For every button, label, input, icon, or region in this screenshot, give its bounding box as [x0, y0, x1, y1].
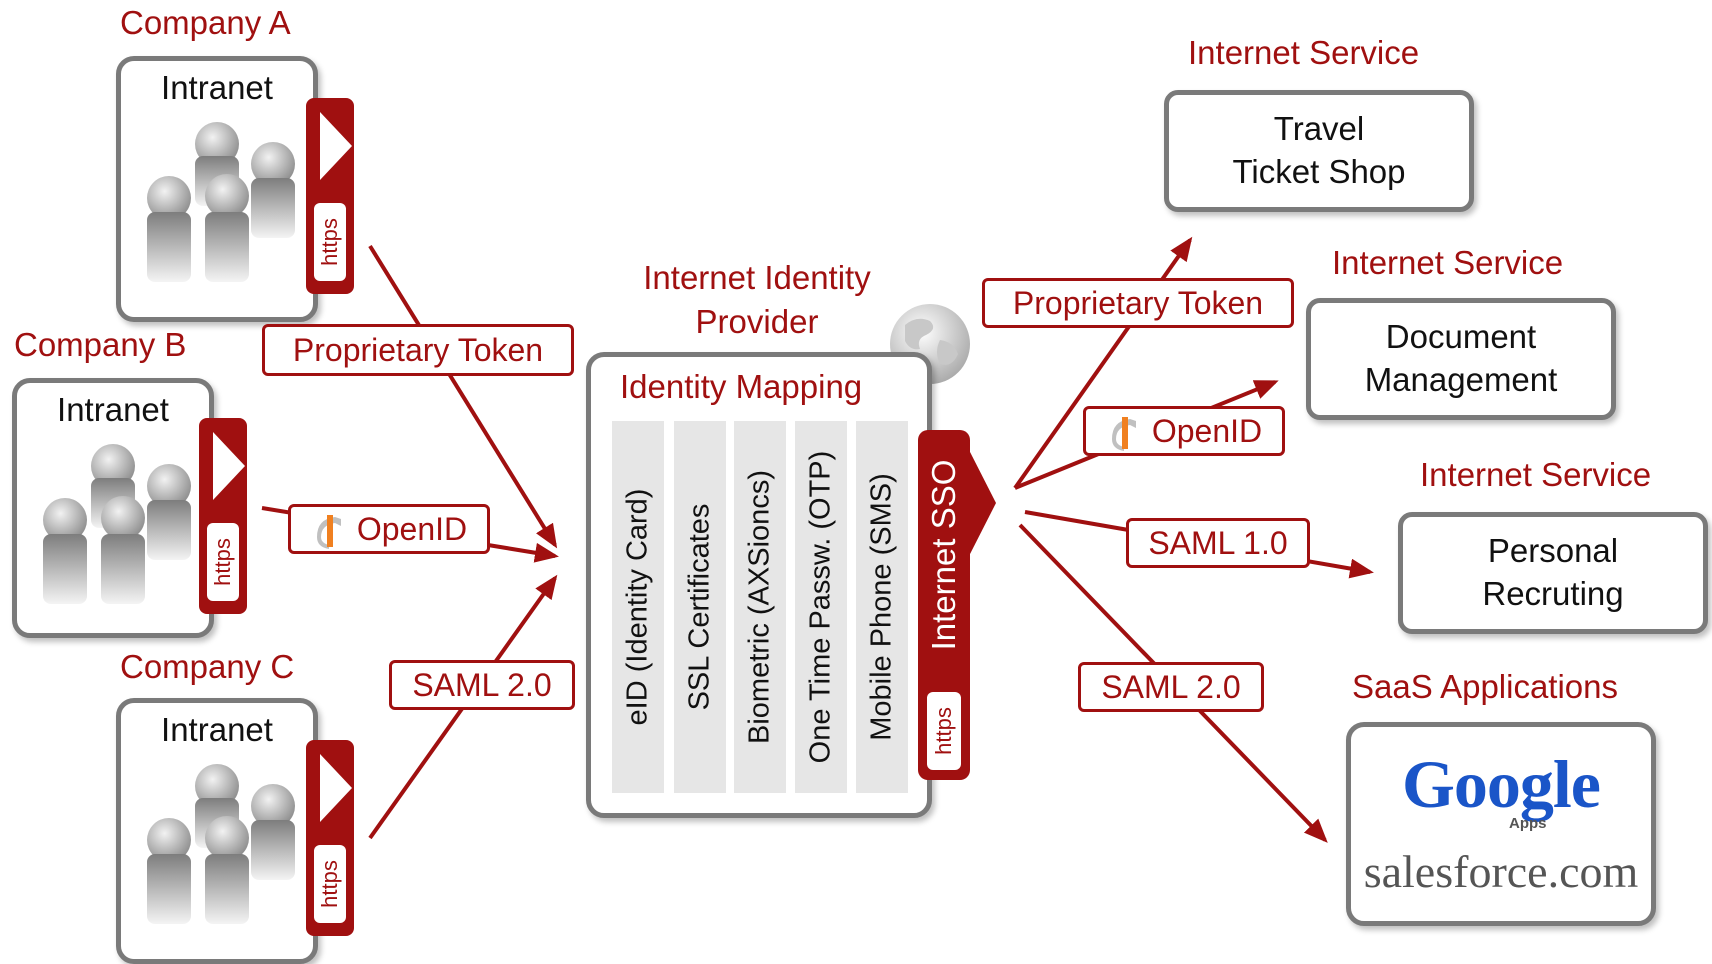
company-c-title: Company C	[120, 648, 295, 685]
saml1-label-right: SAML 1.0	[1126, 518, 1310, 568]
company-b-https-tab: https	[199, 418, 247, 614]
intranet-label: Intranet	[161, 69, 273, 106]
intranet-label: Intranet	[161, 711, 273, 748]
internet-sso-label: Internet SSO	[925, 459, 962, 651]
saml-label-left: SAML 2.0	[389, 660, 575, 710]
person-group-icon	[147, 122, 295, 282]
openid-label-left: OpenID	[288, 504, 490, 554]
openid-icon	[316, 515, 341, 549]
intranet-label: Intranet	[57, 391, 169, 428]
arrow-icon	[320, 112, 352, 180]
service-title-travel: Internet Service	[1188, 34, 1420, 71]
provider-title: Internet Identity Provider	[643, 259, 871, 340]
company-c-intranet-box: Intranet	[116, 698, 318, 964]
method-biometric: Biometric (AXSioncs)	[734, 421, 786, 793]
saml2-label-right: SAML 2.0	[1078, 662, 1264, 712]
company-b-intranet-box: Intranet	[12, 378, 214, 638]
identity-mapping-title: Identity Mapping	[620, 368, 863, 405]
person-group-icon	[43, 444, 191, 604]
company-a-intranet-box: Intranet	[116, 56, 318, 322]
method-otp: One Time Passw. (OTP)	[795, 421, 847, 793]
company-b-title: Company B	[14, 326, 187, 363]
openid-icon	[1111, 417, 1136, 451]
method-mobile-phone: Mobile Phone (SMS)	[856, 421, 908, 793]
proprietary-token-label-left: Proprietary Token	[262, 324, 574, 376]
method-ssl-certificates: SSL Certificates	[674, 421, 726, 793]
google-apps-sublabel: Apps	[1509, 815, 1547, 832]
method-eid: eID (Identity Card)	[612, 421, 664, 793]
internet-sso-tab: Internet SSO https	[918, 430, 970, 780]
company-a-https-tab: https	[306, 98, 354, 294]
arrow-icon	[320, 754, 352, 822]
proprietary-token-label-right: Proprietary Token	[982, 278, 1294, 328]
arrow-icon	[968, 448, 996, 558]
arrow-token-left	[368, 244, 558, 549]
person-group-icon	[147, 764, 295, 924]
saas-title: SaaS Applications	[1352, 668, 1619, 705]
google-apps-logo: Google	[1402, 746, 1601, 822]
service-title-recruiting: Internet Service	[1420, 456, 1652, 493]
openid-label-right: OpenID	[1083, 406, 1285, 456]
service-title-document: Internet Service	[1332, 244, 1564, 281]
salesforce-logo: salesforce.com	[1363, 846, 1639, 897]
company-c-https-tab: https	[306, 740, 354, 936]
saas-applications-box: Google Apps salesforce.com	[1346, 722, 1656, 926]
arrow-icon	[213, 432, 245, 500]
company-a-title: Company A	[120, 4, 291, 41]
